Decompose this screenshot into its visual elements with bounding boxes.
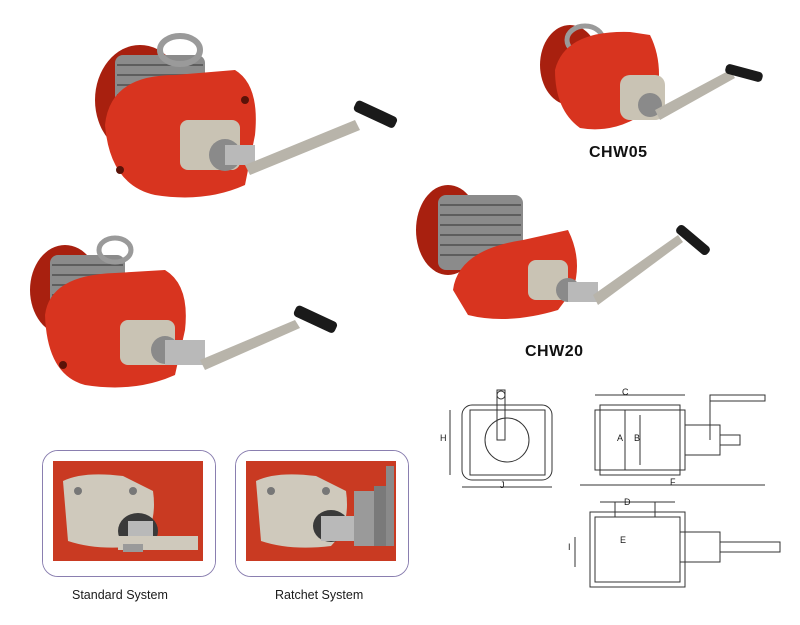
winch-image-top-left	[85, 25, 405, 200]
technical-drawing-top-view: D E I	[560, 497, 790, 597]
dimension-label-d: D	[624, 497, 631, 507]
winch-image-chw20	[408, 160, 718, 330]
dimension-label-j: J	[500, 480, 505, 490]
ratchet-system-caption: Ratchet System	[275, 588, 364, 602]
dimension-label-b: B	[634, 433, 641, 443]
standard-system-caption: Standard System	[72, 588, 168, 602]
dimension-label-h: H	[440, 433, 447, 443]
winch-image-chw05	[530, 10, 780, 140]
technical-drawing-side-view: C A B F	[580, 385, 790, 500]
model-label-chw05: CHW05	[589, 144, 648, 161]
standard-system-inset	[42, 450, 216, 577]
winch-image-middle-left	[25, 225, 355, 390]
dimension-label-e: E	[620, 535, 627, 545]
dimension-label-i: I	[568, 542, 571, 552]
ratchet-system-inset	[235, 450, 409, 577]
dimension-label-c: C	[622, 387, 629, 397]
dimension-label-a: A	[617, 433, 624, 443]
dimension-label-f: F	[670, 477, 676, 487]
model-label-chw20: CHW20	[525, 343, 584, 360]
technical-drawing-front-view: H J	[440, 385, 560, 500]
